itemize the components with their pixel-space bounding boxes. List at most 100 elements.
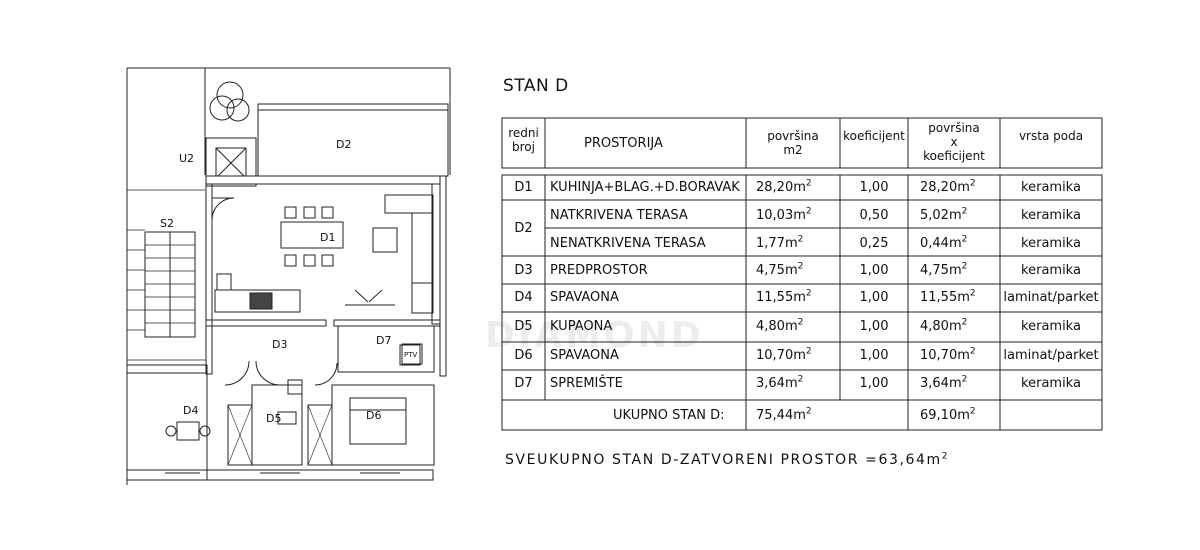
plan-label-d6: D6: [366, 409, 381, 422]
row-floor: keramika: [1000, 320, 1102, 334]
floor-plan: U2 S2 D2 D1 D3 D7 D4 D5 D6 PTV: [126, 67, 451, 485]
row-total-sup: 2: [961, 317, 968, 328]
row-floor-text: laminat/parket: [1003, 290, 1099, 305]
row-total: 0,44m2: [920, 235, 967, 251]
header-pxk-line1: površina: [928, 121, 980, 135]
header-povrsina-line1: površina: [767, 129, 819, 143]
row-name-text: SPAVAONA: [550, 290, 619, 305]
row-id: D2: [514, 221, 533, 236]
plan-label-ptv: PTV: [404, 351, 417, 359]
total-area-value: 75,44m: [756, 408, 806, 423]
row-name: KUPAONA: [550, 320, 612, 334]
row-total-text: 0,44m: [920, 236, 962, 251]
header-redni: redni: [508, 126, 539, 140]
row-coef-text: 1,00: [859, 290, 889, 305]
row-area-sup: 2: [797, 317, 804, 328]
row-id: D3: [514, 263, 533, 278]
row-area: 28,20m2: [756, 178, 812, 195]
row-area-sup: 2: [805, 178, 812, 189]
row-coef-text: 1,00: [859, 376, 889, 391]
header-povrsina-line2: m2: [783, 143, 803, 157]
row-total: 4,80m2: [920, 317, 968, 334]
row-area: 3,64m2: [756, 375, 803, 391]
row-floor-text: keramika: [1021, 236, 1081, 251]
row-coef: 1,00: [840, 291, 908, 305]
page-title: STAN D: [503, 76, 569, 96]
row-area: 1,77m2: [756, 235, 803, 251]
header-pxk-line3: koeficijent: [923, 149, 985, 163]
row-coef: 1,00: [840, 377, 908, 391]
total-area-sup: 2: [805, 406, 812, 417]
row-coef: 0,50: [840, 209, 908, 223]
row-area-text: 11,55m: [756, 290, 806, 305]
row-id: D7: [514, 376, 533, 391]
row-name: SPAVAONA: [550, 291, 619, 305]
row-coef-text: 1,00: [859, 319, 889, 334]
total-area: 75,44m2: [756, 406, 812, 423]
row-area-text: 28,20m: [756, 180, 806, 195]
row-name: SPREMIŠTE: [550, 377, 623, 391]
row-area-text: 10,03m: [756, 208, 806, 223]
summary-text: SVEUKUPNO STAN D-ZATVORENI PROSTOR =63,6…: [505, 452, 942, 468]
row-total: 28,20m2: [920, 178, 976, 195]
plan-label-d5: D5: [266, 412, 281, 425]
row-total-text: 4,80m: [920, 319, 962, 334]
plan-label-d4: D4: [183, 404, 198, 417]
plan-label-u2: U2: [179, 152, 194, 165]
row-coef: 1,00: [840, 349, 908, 363]
row-total-text: 10,70m: [920, 348, 970, 363]
header-koeficijent: koeficijent: [843, 129, 905, 143]
header-prostorija: PROSTORIJA: [584, 136, 663, 151]
row-name-text: SPAVAONA: [550, 348, 619, 363]
row-area-sup: 2: [805, 288, 812, 299]
total-label: UKUPNO STAN D:: [613, 408, 725, 423]
row-total: 11,55m2: [920, 289, 976, 305]
row-area-text: 4,80m: [756, 319, 798, 334]
total-weighted-sup: 2: [969, 406, 976, 417]
row-area: 11,55m2: [756, 288, 812, 305]
row-floor: laminat/parket: [1000, 291, 1102, 305]
plan-label-s2: S2: [160, 217, 174, 230]
watermark: DIAMOND: [485, 315, 704, 356]
header-redni-broj: redni broj: [502, 126, 545, 154]
row-floor: laminat/parket: [1000, 349, 1102, 363]
row-total-text: 11,55m: [920, 290, 970, 305]
row-coef: 1,00: [840, 264, 908, 278]
row-name: PREDPROSTOR: [550, 264, 648, 278]
row-name-text: NATKRIVENA TERASA: [550, 208, 688, 223]
row-name-text: PREDPROSTOR: [550, 263, 648, 278]
row-name: SPAVAONA: [550, 349, 619, 363]
row-area-sup: 2: [805, 346, 812, 357]
row-floor-text: keramika: [1021, 376, 1081, 391]
row-total-sup: 2: [961, 374, 968, 385]
row-area: 10,03m2: [756, 207, 812, 223]
summary-sup: 2: [941, 451, 950, 462]
row-id: D5: [514, 319, 533, 334]
row-area-text: 4,75m: [756, 263, 798, 278]
row-coef-text: 1,00: [859, 348, 889, 363]
row-floor-text: keramika: [1021, 208, 1081, 223]
row-floor-text: laminat/parket: [1003, 348, 1099, 363]
row-total: 5,02m2: [920, 206, 968, 223]
row-total-sup: 2: [969, 178, 976, 189]
row-name: KUHINJA+BLAG.+D.BORAVAK: [550, 181, 740, 195]
row-id: D6: [514, 348, 533, 363]
row-coef-text: 0,25: [859, 236, 889, 251]
row-coef-text: 1,00: [859, 263, 889, 278]
row-total-sup: 2: [961, 206, 968, 217]
row-id: D4: [514, 290, 533, 305]
row-name-text: KUHINJA+BLAG.+D.BORAVAK: [550, 180, 740, 195]
header-povrsina: površina m2: [746, 129, 840, 157]
row-area: 4,80m2: [756, 317, 804, 334]
row-name-text: NENATKRIVENA TERASA: [550, 236, 706, 251]
row-coef: 1,00: [840, 320, 908, 334]
header-pxk-line2: x: [950, 135, 958, 149]
summary-line: SVEUKUPNO STAN D-ZATVORENI PROSTOR =63,6…: [505, 452, 949, 468]
row-area: 4,75m2: [756, 262, 803, 278]
row-total: 3,64m2: [920, 374, 968, 391]
row-floor: keramika: [1000, 264, 1102, 278]
total-weighted: 69,10m2: [920, 406, 976, 423]
plan-label-d1: D1: [320, 231, 335, 244]
row-floor-text: keramika: [1021, 180, 1081, 195]
